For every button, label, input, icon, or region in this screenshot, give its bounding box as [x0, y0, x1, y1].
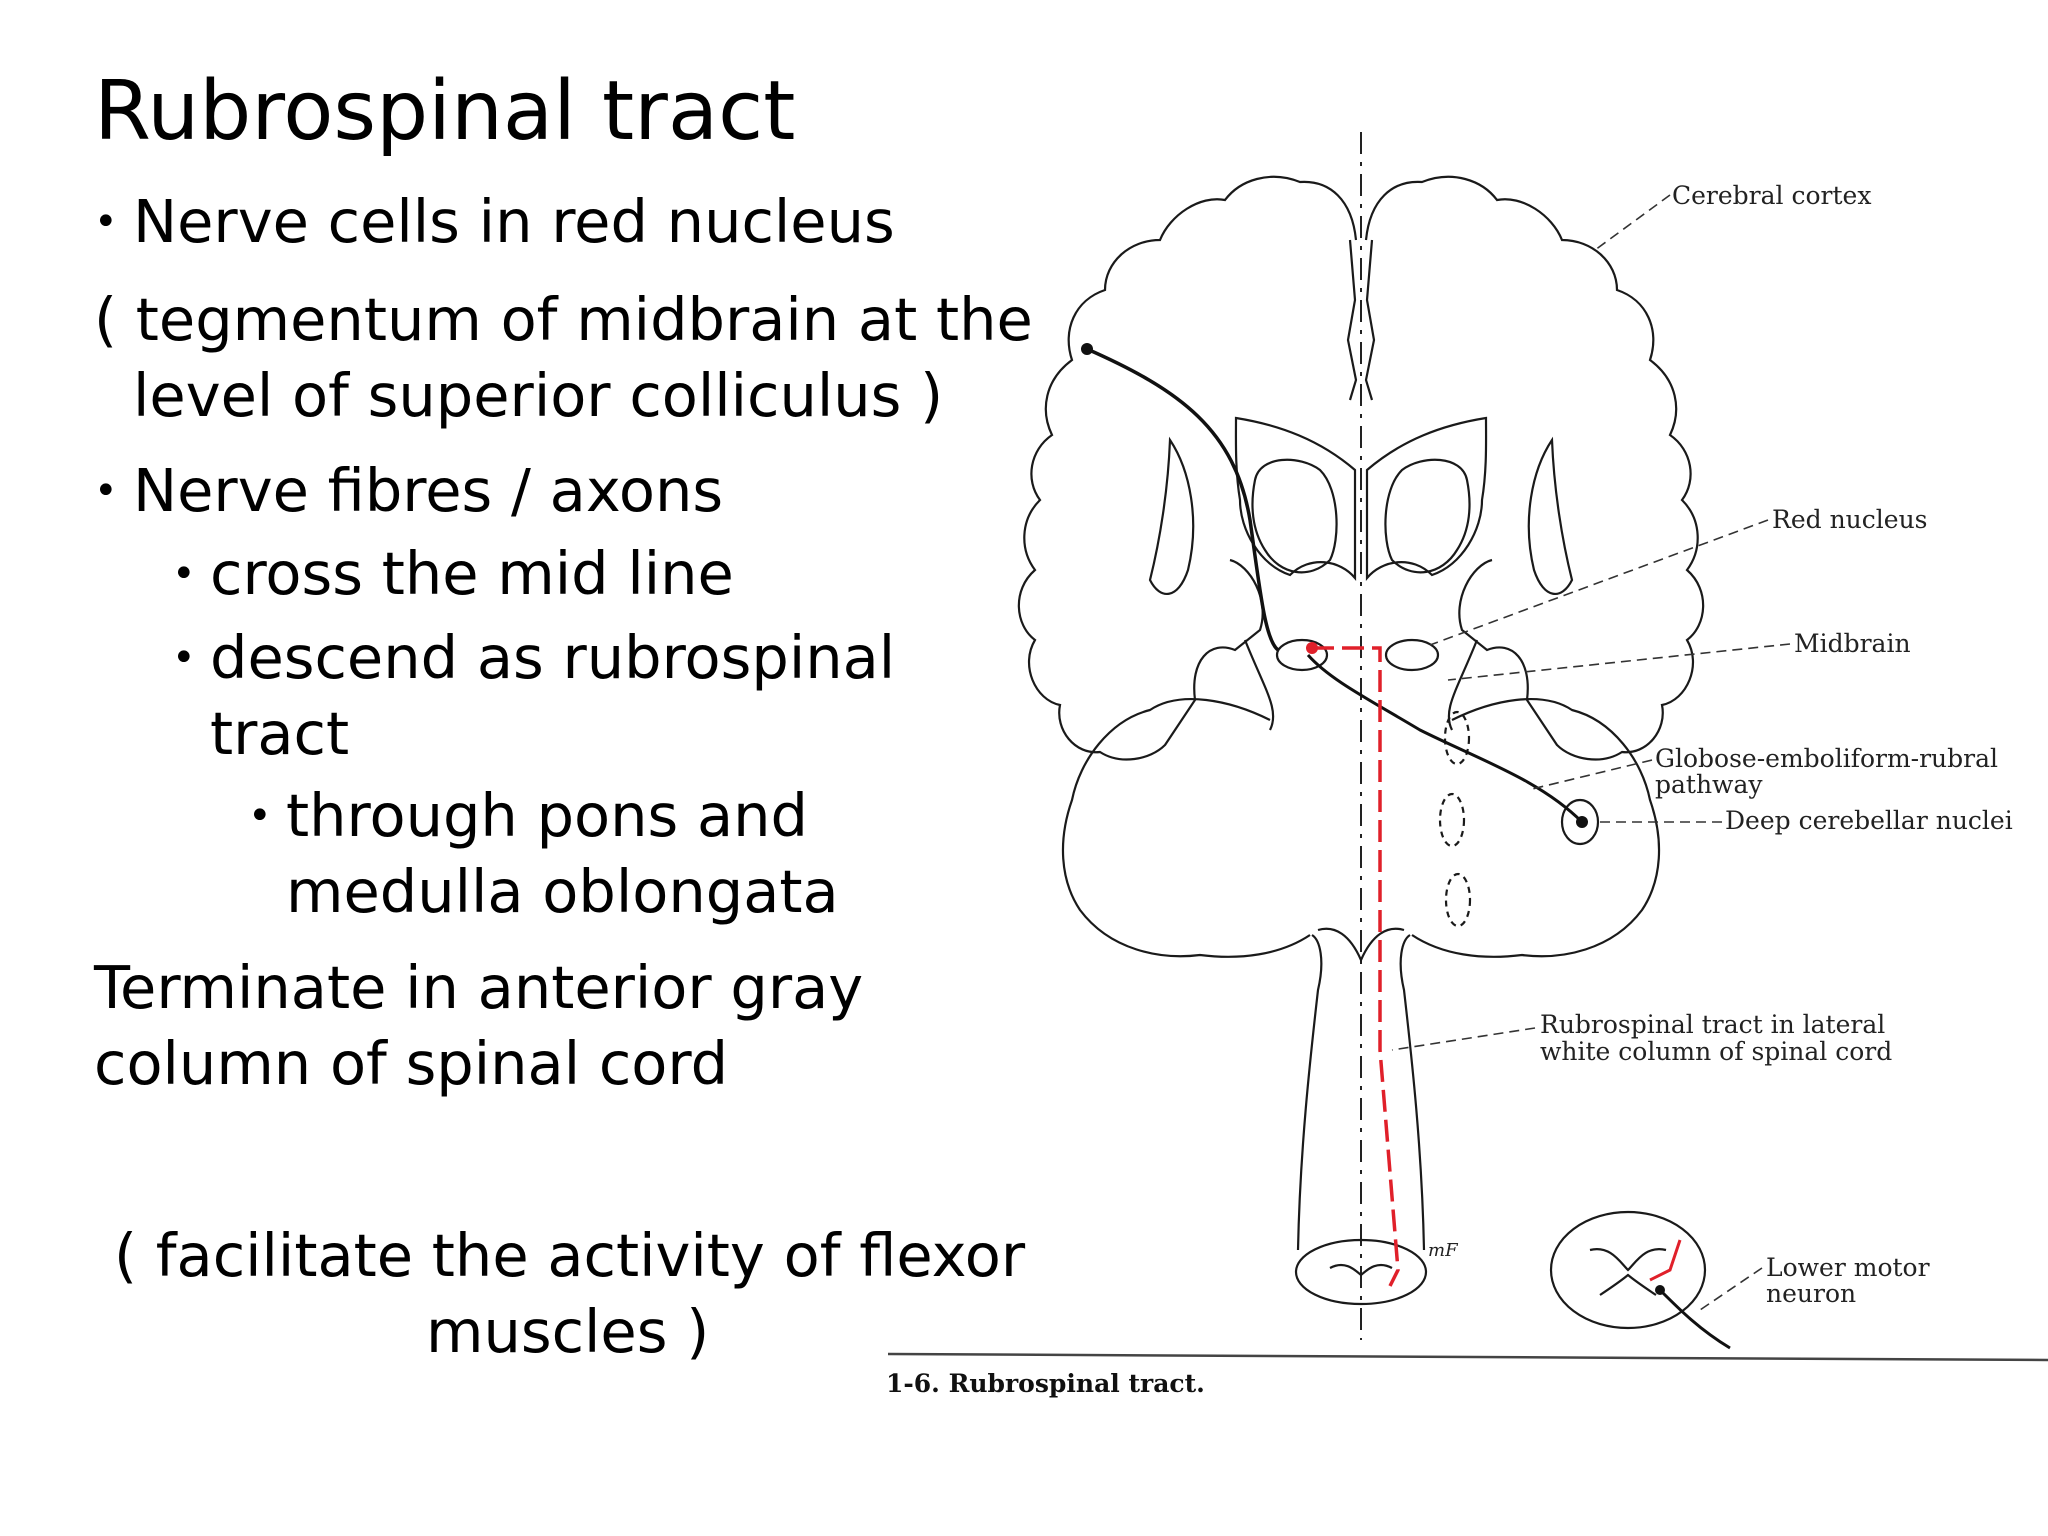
facilitate-line1: ( facilitate the activity of flexor — [114, 1221, 1026, 1290]
leader-midbrain — [1447, 643, 1791, 681]
left-cerebellum — [1061, 698, 1311, 958]
bullet-dot: • — [94, 199, 118, 245]
left-insula — [1148, 436, 1195, 596]
label-lower-motor-line1: Lower motor — [1766, 1253, 1930, 1282]
gray-matter-left — [1329, 1263, 1393, 1277]
sub-bullet-descend-line1: descend as rubrospinal — [210, 623, 896, 692]
cortex-fibre — [1086, 347, 1280, 652]
midbrain-outline — [1243, 639, 1479, 731]
lower-motor-axon — [1658, 1288, 1731, 1350]
terminate-line1: Terminate in anterior gray — [94, 953, 864, 1022]
label-midbrain: Midbrain — [1794, 629, 1911, 658]
red-nucleus-left — [1275, 638, 1329, 672]
pathway-oval-3 — [1444, 872, 1472, 928]
label-red-nucleus: Red nucleus — [1772, 505, 1928, 534]
right-inner-lobe — [1384, 458, 1471, 574]
pathway-oval-1 — [1443, 710, 1471, 766]
cord-mark: mF — [1428, 1240, 1459, 1261]
red-nucleus-right — [1384, 638, 1440, 672]
sub-bullet-cross-midline: cross the mid line — [210, 539, 734, 608]
bullet-red-nucleus: Nerve cells in red nucleus — [133, 187, 895, 256]
label-rubrospinal-line2: white column of spinal cord — [1540, 1037, 1892, 1066]
right-cerebellum — [1411, 698, 1661, 958]
right-thalamus — [1365, 416, 1488, 582]
label-rubrospinal-line1: Rubrospinal tract in lateral — [1540, 1010, 1885, 1039]
label-globose-line2: pathway — [1655, 770, 1763, 799]
tegmentum-note-line1: ( tegmentum of midbrain at the — [94, 285, 1033, 354]
caption-rule — [887, 1352, 2048, 1362]
cord-section-right — [1549, 1210, 1707, 1330]
terminate-line2: column of spinal cord — [94, 1029, 729, 1098]
cord-section-left — [1294, 1238, 1428, 1306]
deep-cerebellar-nucleus — [1560, 798, 1600, 846]
slide-title: Rubrospinal tract — [94, 64, 796, 159]
bullet-dot: • — [248, 793, 272, 839]
label-globose-line1: Globose-emboliform-rubral — [1655, 744, 1998, 773]
pons-fold — [1317, 927, 1405, 963]
pons-medulla — [1296, 934, 1426, 1251]
gray-matter-right — [1589, 1248, 1667, 1296]
left-hemisphere — [1017, 175, 1358, 761]
tegmentum-note-line2: level of superior colliculus ) — [133, 361, 944, 430]
bullet-dot: • — [172, 635, 196, 681]
leader-globose — [1527, 759, 1653, 791]
label-cerebral-cortex: Cerebral cortex — [1672, 181, 1871, 210]
bullet-dot: • — [94, 468, 118, 514]
pathway-oval-2 — [1438, 792, 1466, 848]
cerebellar-fibre — [1306, 654, 1584, 824]
leader-lower-motor — [1699, 1267, 1763, 1311]
bullet-nerve-fibres: Nerve fibres / axons — [133, 456, 724, 525]
leader-rubrospinal — [1391, 1027, 1536, 1051]
sub-sub-bullet-pons-line1: through pons and — [286, 781, 809, 850]
sub-sub-bullet-pons-line2: medulla oblongata — [286, 857, 839, 926]
figure-caption: 1-6. Rubrospinal tract. — [886, 1369, 1205, 1398]
label-deep-cerebellar: Deep cerebellar nuclei — [1725, 806, 2013, 835]
facilitate-line2: muscles ) — [426, 1297, 710, 1366]
label-lower-motor-line2: neuron — [1766, 1279, 1856, 1308]
bullet-dot: • — [172, 551, 196, 597]
fissure — [1346, 239, 1376, 401]
rubrospinal-diagram: mF Cerebral cortex Red nucleus Midbrain … — [886, 132, 2048, 1398]
right-hemisphere — [1364, 175, 1705, 761]
sub-bullet-descend-line2: tract — [210, 699, 350, 768]
lower-motor-fibre-red — [1649, 1239, 1682, 1282]
left-inner-lobe — [1251, 458, 1338, 574]
rubrospinal-tract — [1312, 646, 1400, 1287]
leader-red-nucleus — [1429, 519, 1769, 646]
right-insula — [1527, 436, 1574, 596]
leader-cerebral-cortex — [1594, 194, 1671, 251]
